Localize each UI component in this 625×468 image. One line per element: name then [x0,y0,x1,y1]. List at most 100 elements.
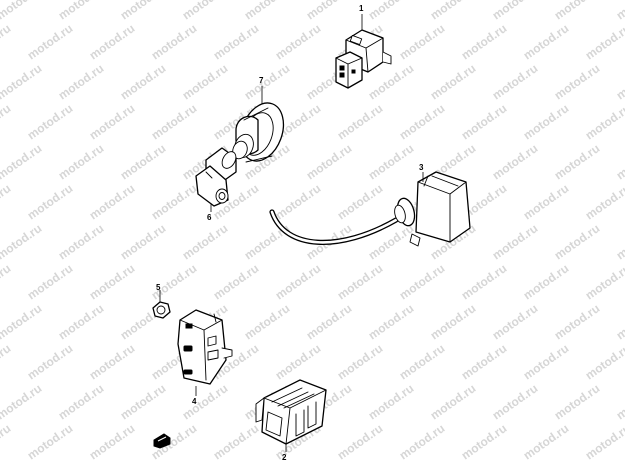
watermark-text: motod.ru [397,421,448,462]
watermark-text: motod.ru [149,21,200,62]
watermark-text: motod.ru [0,141,44,182]
watermark-text: motod.ru [335,101,386,142]
watermark-text: motod.ru [273,261,324,302]
watermark-text: motod.ru [552,221,603,262]
watermark-text: motod.ru [118,61,169,102]
watermark-text: motod.ru [25,261,76,302]
callout-1-number: 1 [359,4,364,13]
watermark-text: motod.ru [56,141,107,182]
watermark-text: motod.ru [211,21,262,62]
watermark-text: motod.ru [56,61,107,102]
watermark-text: motod.ru [521,261,572,302]
watermark-text: motod.ru [304,301,355,342]
part-1-connector [335,29,392,89]
clip-part [153,433,171,449]
watermark-text: motod.ru [118,381,169,422]
watermark-text: motod.ru [180,381,231,422]
callout-5-number: 5 [156,283,161,292]
callout-6-number: 6 [207,213,212,222]
watermark-text: motod.ru [459,341,510,382]
watermark-text: motod.ru [273,341,324,382]
watermark-text: motod.ru [490,0,541,22]
watermark-text: motod.ru [366,381,417,422]
watermark-text: motod.ru [242,0,293,22]
watermark-text: motod.ru [521,341,572,382]
watermark-text: motod.ru [180,0,231,22]
watermark-text: motod.ru [583,341,625,382]
watermark-text: motod.ru [25,421,76,462]
watermark-text: motod.ru [428,61,479,102]
watermark-text: motod.ru [273,181,324,222]
watermark-text: motod.ru [335,181,386,222]
watermark-text: motod.ru [0,61,44,102]
watermark-text: motod.ru [490,221,541,262]
watermark-text: motod.ru [583,261,625,302]
watermark-text: motod.ru [0,0,44,22]
watermark-text: motod.ru [521,101,572,142]
watermark-text: motod.ru [583,181,625,222]
watermark-text: motod.ru [366,221,417,262]
part-4-ignitor [177,309,233,385]
watermark-text: motod.ru [0,101,13,142]
watermark-text: motod.ru [87,421,138,462]
watermark-text: motod.ru [87,261,138,302]
watermark-text: motod.ru [583,421,625,462]
watermark-text: motod.ru [521,21,572,62]
part-7-boot [232,102,285,163]
watermark-text: motod.ru [211,261,262,302]
watermark-text: motod.ru [0,21,13,62]
watermark-text: motod.ru [490,141,541,182]
watermark-text: motod.ru [614,221,625,262]
watermark-text: motod.ru [428,381,479,422]
watermark-text: motod.ru [25,181,76,222]
watermark-text: motod.ru [552,61,603,102]
watermark-text: motod.ru [56,301,107,342]
watermark-text: motod.ru [304,141,355,182]
watermark-text: motod.ru [614,141,625,182]
part-3-ignition-coil [269,171,471,247]
watermark-text: motod.ru [490,301,541,342]
watermark-text: motod.ru [583,101,625,142]
watermark-text: motod.ru [180,221,231,262]
watermark-text: motod.ru [583,21,625,62]
watermark-text: motod.ru [87,21,138,62]
callout-4-number: 4 [192,397,197,406]
watermark-text: motod.ru [335,341,386,382]
watermark-text: motod.ru [335,261,386,302]
watermark-text: motod.ru [149,101,200,142]
watermark-text: motod.ru [397,261,448,302]
watermark-text: motod.ru [0,421,13,462]
watermark-text: motod.ru [25,21,76,62]
watermark-text: motod.ru [366,301,417,342]
watermark-text: motod.ru [118,0,169,22]
watermark-text: motod.ru [614,381,625,422]
part-6-plug-cap [195,147,237,207]
watermark-text: motod.ru [366,0,417,22]
part-2-regulator [255,379,327,445]
watermark-text: motod.ru [56,0,107,22]
watermark-text: motod.ru [0,261,13,302]
watermark-text: motod.ru [87,181,138,222]
callout-2-number: 2 [282,453,287,462]
watermark-text: motod.ru [459,261,510,302]
watermark-text: motod.ru [242,61,293,102]
watermark-text: motod.ru [459,21,510,62]
watermark-text: motod.ru [0,341,13,382]
watermark-text: motod.ru [552,141,603,182]
watermark-text: motod.ru [25,341,76,382]
watermark-text: motod.ru [614,61,625,102]
callout-3-number: 3 [419,163,424,172]
watermark-text: motod.ru [366,141,417,182]
watermark-text: motod.ru [211,421,262,462]
watermark-text: motod.ru [242,301,293,342]
watermark-text: motod.ru [180,61,231,102]
watermark-text: motod.ru [149,181,200,222]
watermark-text: motod.ru [490,61,541,102]
watermark-text: motod.ru [521,181,572,222]
watermark-text: motod.ru [428,301,479,342]
watermark-text: motod.ru [335,421,386,462]
watermark-text: motod.ru [459,421,510,462]
watermark-text: motod.ru [118,221,169,262]
watermark-text: motod.ru [397,101,448,142]
